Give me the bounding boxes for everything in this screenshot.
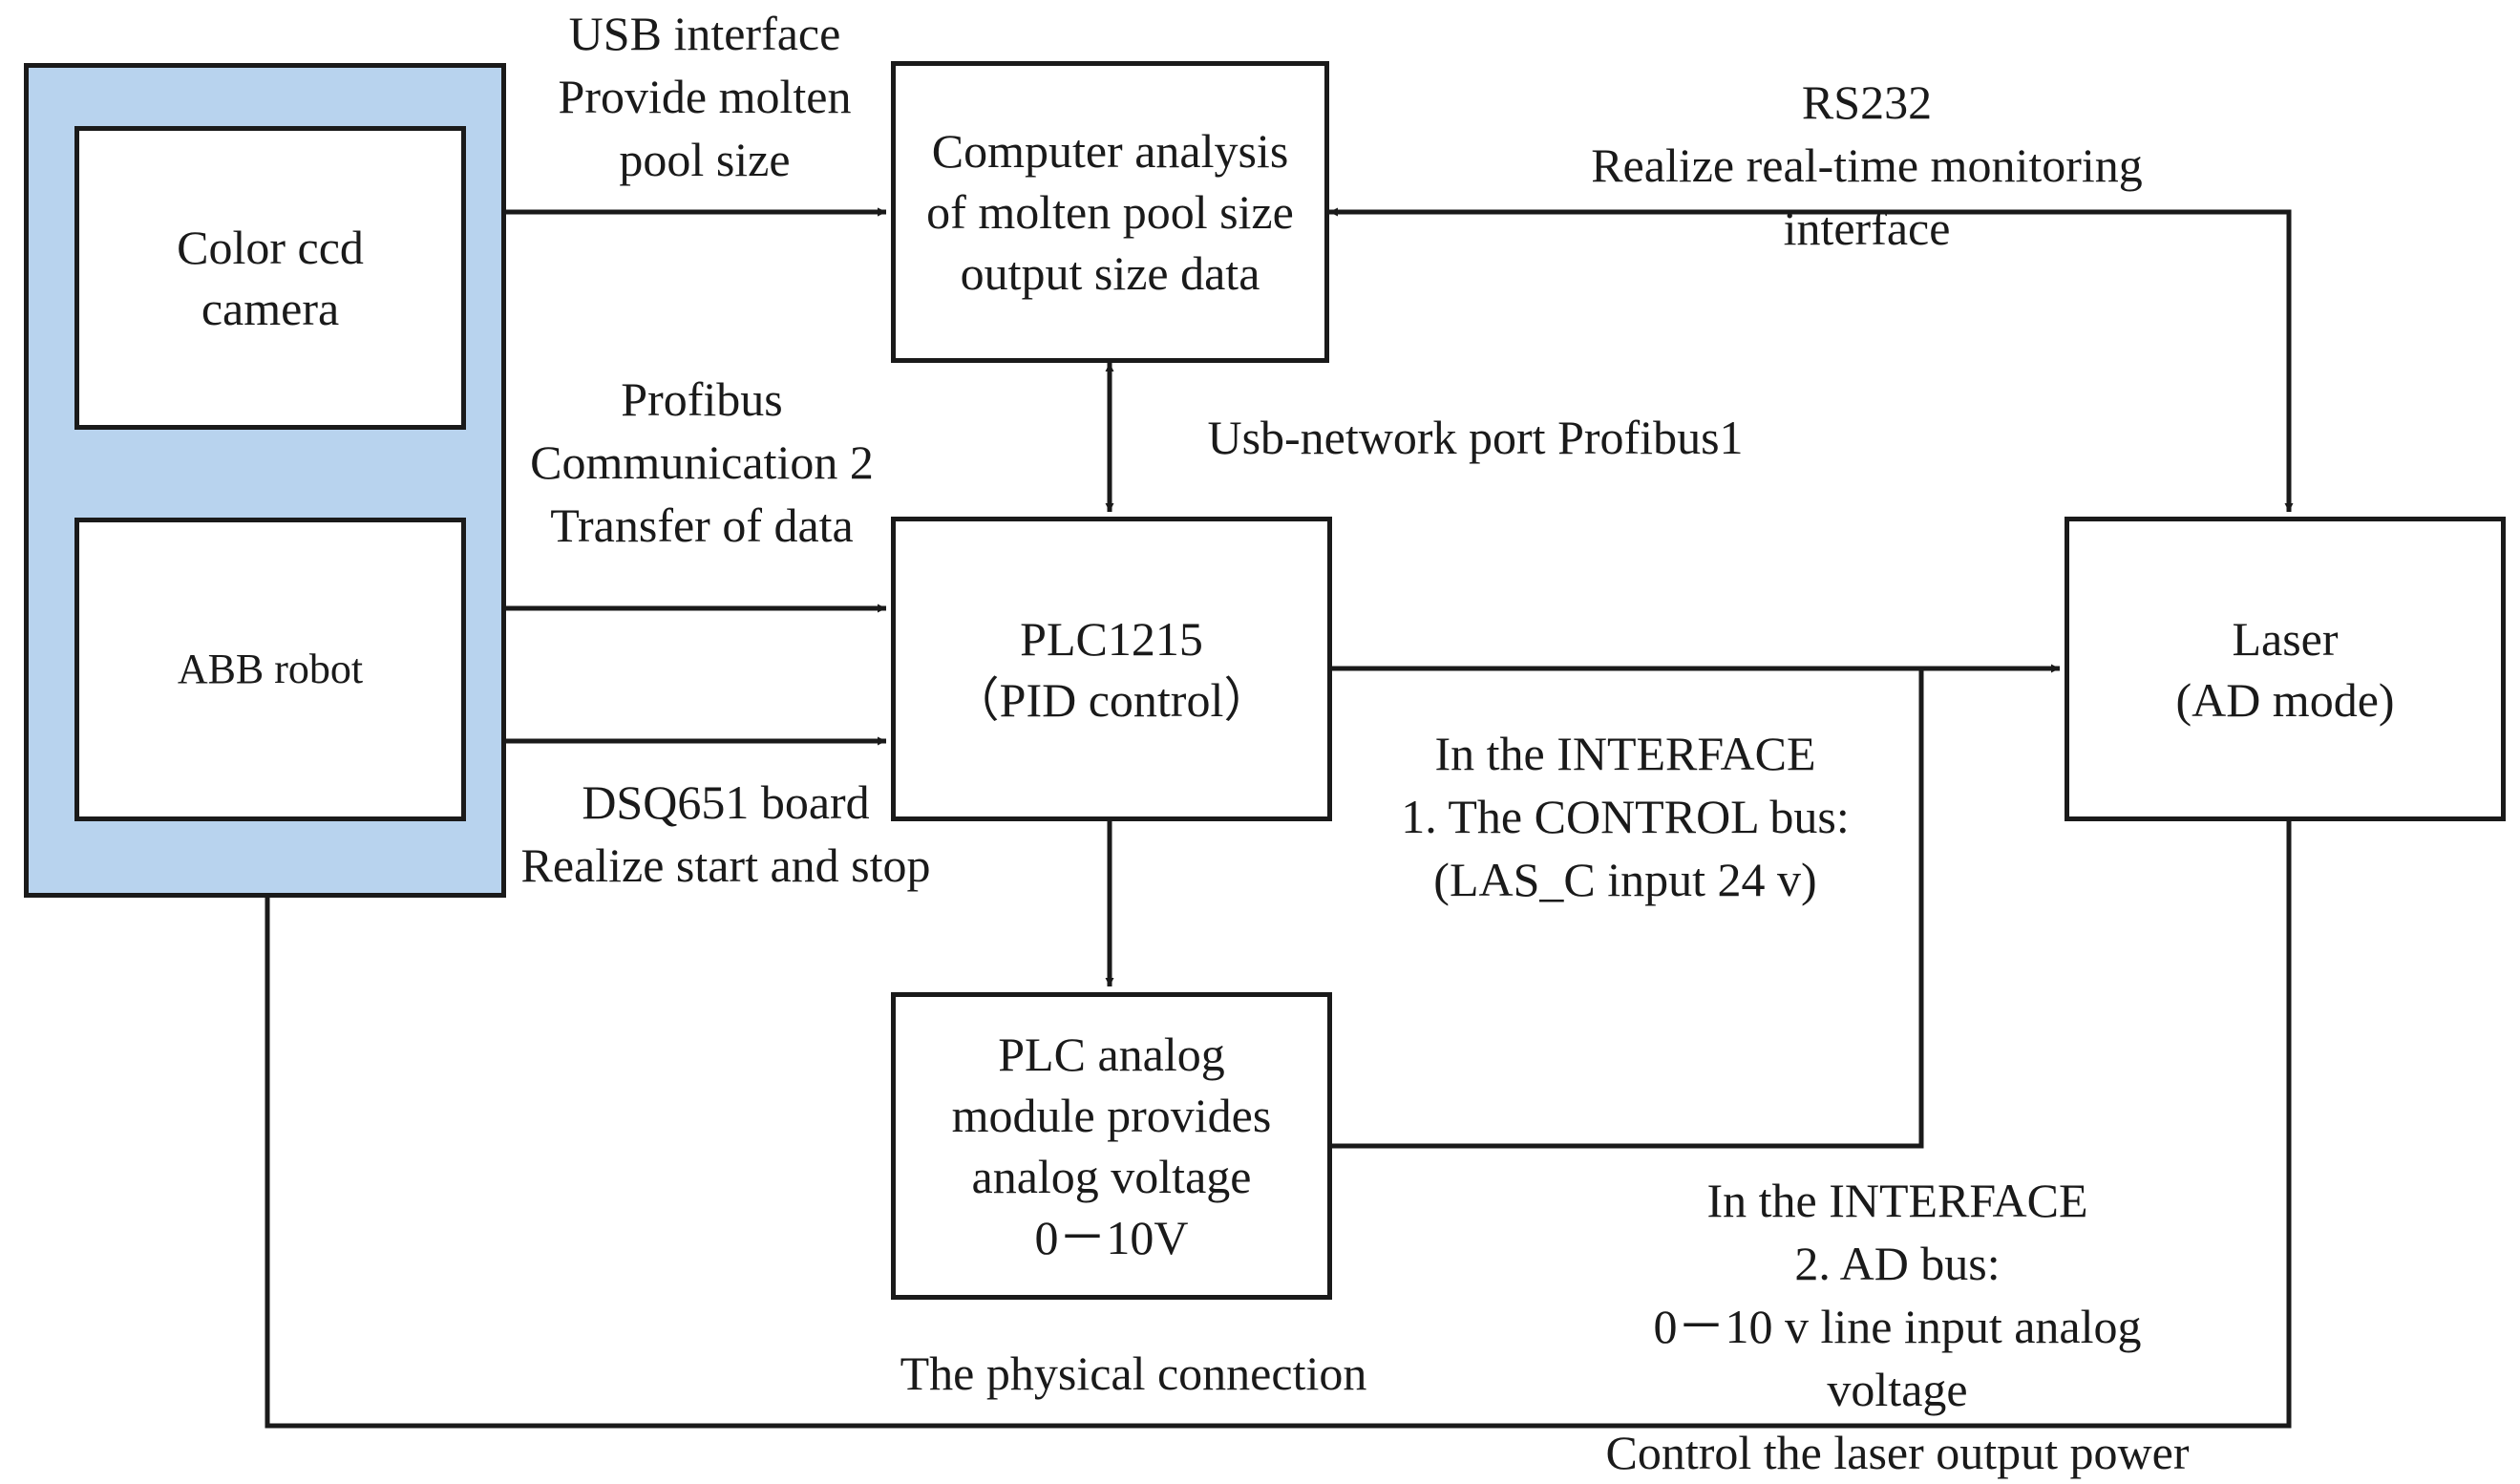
label-ad-bus: In the INTERFACE 2. AD bus: 0－10 v line … (1605, 1174, 2190, 1479)
label-rs232: RS232 Realize real-time monitoring inter… (1591, 75, 2143, 255)
label-usb-network: Usb-network port Profibus1 (1207, 411, 1744, 464)
node-abb-robot: ABB robot (74, 518, 466, 821)
label-dsq651: DSQ651 board Realize start and stop (520, 775, 931, 892)
connector-layer (265, 207, 2294, 1429)
node-laser: Laser (AD mode) (2065, 517, 2506, 821)
node-computer: Computer analysis of molten pool size ou… (891, 61, 1329, 363)
label-physical-connection: The physical connection (900, 1346, 1367, 1400)
node-plc: PLC1215 （PID control） (891, 517, 1332, 821)
node-camera: Color ccd camera (74, 126, 466, 430)
edge-physical (265, 821, 2292, 1429)
diagram-canvas: Color ccd camera ABB robot Computer anal… (24, 7, 2506, 1479)
edge-ad-bus (1332, 668, 1924, 1149)
label-control-bus: In the INTERFACE 1. The CONTROL bus: (LA… (1401, 727, 1850, 906)
label-usb: USB interface Provide molten pool size (558, 7, 852, 186)
node-analog-module: PLC analog module provides analog voltag… (891, 992, 1332, 1300)
edge-rs232 (1329, 207, 2294, 512)
label-profibus: Profibus Communication 2 Transfer of dat… (530, 372, 874, 552)
